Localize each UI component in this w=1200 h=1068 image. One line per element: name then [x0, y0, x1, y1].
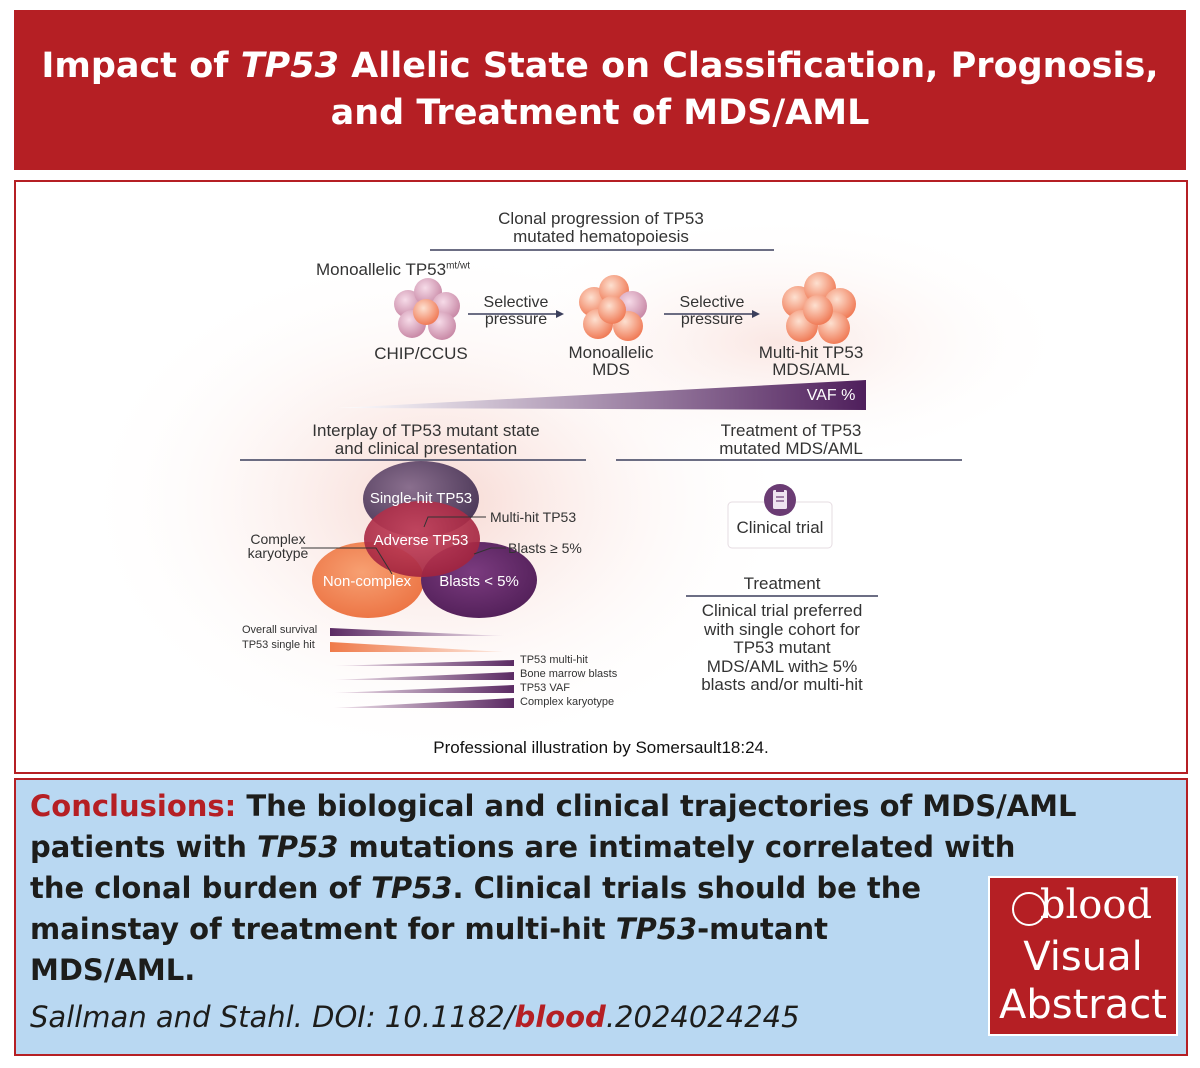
wedge-label-complex: Complex karyotype — [520, 696, 615, 708]
wedge-label-multi-hit: TP53 multi-hit — [520, 654, 588, 666]
vaf-label: VAF % — [806, 387, 856, 404]
conclusion-heading: Conclusions: — [30, 789, 237, 823]
ellipse-adverse — [364, 501, 480, 577]
illustration-graphics — [76, 212, 1076, 762]
citation: Sallman and Stahl. DOI: 10.1182/blood.20… — [30, 1000, 800, 1034]
illustration-panel: Clonal progression of TP53 mutated hemat… — [14, 180, 1188, 774]
wedge-label-single-hit: TP53 single hit — [242, 639, 315, 651]
cell-cluster-multihit — [782, 272, 856, 344]
label-blasts-lt5: Blasts < 5% — [439, 573, 519, 590]
vaf-wedge — [338, 380, 866, 410]
conclusion-text: Conclusions: The biological and clinical… — [30, 789, 1077, 987]
clinical-trial-label: Clinical trial — [736, 518, 824, 537]
monoallelic-label: Monoallelic TP53mt/wt — [316, 260, 470, 279]
cell-cluster-chip — [394, 278, 460, 340]
callout-multi-hit: Multi-hit TP53 — [490, 509, 577, 525]
wedge-label-vaf: TP53 VAF — [520, 682, 570, 694]
callout-blasts-ge5: Blasts ≥ 5% — [508, 540, 582, 556]
logo-line-visual: Visual — [1023, 934, 1143, 980]
treatment-label: Treatment — [743, 574, 821, 593]
wedge-label-overall-survival: Overall survival — [242, 624, 318, 636]
title-line-2: and Treatment of MDS/AML — [330, 93, 870, 133]
logo-journal: blood — [1039, 882, 1153, 928]
wedge-label-bone-marrow: Bone marrow blasts — [520, 668, 618, 680]
treatment-text: Clinical trial preferred with single coh… — [701, 601, 863, 694]
logo-line-abstract: Abstract — [999, 982, 1167, 1028]
society-seal-icon — [1012, 892, 1046, 926]
progression-heading: Clonal progression of TP53 mutated hemat… — [498, 209, 704, 246]
label-adverse: Adverse TP53 — [373, 532, 469, 549]
label-single-hit: Single-hit TP53 — [369, 490, 473, 507]
stage-chip: CHIP/CCUS — [374, 344, 468, 363]
title-line-1: Impact of TP53 Allelic State on Classifi… — [41, 46, 1159, 86]
label-non-complex: Non-complex — [322, 573, 412, 590]
illustration-credit: Professional illustration by Somersault1… — [433, 738, 769, 757]
cell-cluster-monoallelic — [579, 275, 647, 341]
blood-visual-abstract-logo: blood Visual Abstract — [988, 876, 1178, 1036]
title-banner: Impact of TP53 Allelic State on Classifi… — [14, 10, 1186, 170]
conclusion-panel: Conclusions: The biological and clinical… — [14, 778, 1188, 1056]
